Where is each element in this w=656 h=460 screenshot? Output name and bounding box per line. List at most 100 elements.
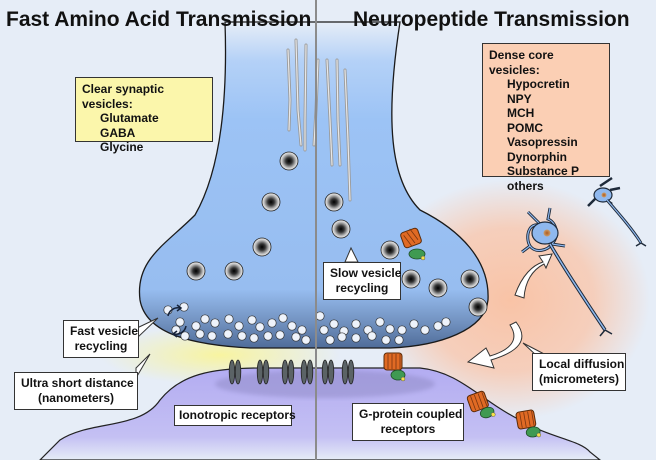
clear-vesicle-item: Glutamate <box>100 111 159 125</box>
dense-core-vesicle <box>324 192 344 212</box>
clear-vesicle <box>255 322 265 332</box>
ionotropic-receptor-subunit <box>228 359 236 385</box>
clear-vesicle <box>397 325 407 335</box>
clear-vesicle <box>337 332 347 342</box>
label-line: (nanometers) <box>37 391 114 405</box>
dense-vesicle-item: Substance P <box>507 164 580 178</box>
dense-core-vesicle <box>252 237 272 257</box>
dense-core-vesicle <box>468 297 488 317</box>
label-line: recycling <box>74 339 128 353</box>
label-line: Fast vesicle <box>70 324 139 338</box>
clear-vesicle <box>263 331 273 341</box>
presynaptic-autoreceptor <box>400 227 426 261</box>
ionotropic-receptor-subunit <box>287 359 295 385</box>
dense-vesicle-item: Hypocretin <box>507 77 570 91</box>
clear-vesicle <box>351 319 361 329</box>
gpcr <box>466 390 496 419</box>
gpcr-receptors <box>383 352 542 438</box>
dense-core-vesicle <box>224 261 244 281</box>
clear-vesicle <box>224 314 234 324</box>
clear-vesicle <box>291 332 301 342</box>
clear-vesicle <box>175 317 185 327</box>
clear-vesicle <box>375 317 385 327</box>
dense-core-vesicle <box>331 219 351 239</box>
clear-vesicle <box>275 330 285 340</box>
clear-vesicle <box>315 311 325 321</box>
clear-vesicle <box>171 325 181 335</box>
clear-vesicle <box>301 335 311 345</box>
clear-vesicle <box>200 314 210 324</box>
clear-vesicle <box>394 335 404 345</box>
clear-vesicle <box>420 325 430 335</box>
clear-vesicle <box>179 302 189 312</box>
clear-vesicle <box>247 315 257 325</box>
clear-vesicle <box>195 329 205 339</box>
label-line: Slow vesicle <box>330 266 402 280</box>
label-line: (micrometers) <box>539 372 620 386</box>
dense-core-vesicle <box>380 240 400 260</box>
dense-core-vesicle <box>279 151 299 171</box>
clear-vesicles <box>163 302 451 345</box>
label-line: G-protein coupled <box>359 407 463 421</box>
clear-vesicle <box>191 321 201 331</box>
clear-vesicle <box>210 318 220 328</box>
title-fast-amino-acid: Fast Amino Acid Transmission <box>6 8 312 31</box>
clear-vesicles-box: Clear synaptic vesicles: Glutamate GABA … <box>75 77 213 154</box>
dense-vesicle-item: Dynorphin <box>507 149 567 164</box>
clear-vesicle <box>329 319 339 329</box>
clear-vesicle <box>381 335 391 345</box>
ionotropic-receptors <box>228 359 355 385</box>
clear-vesicle <box>409 319 419 329</box>
gpcr <box>383 352 406 382</box>
clear-vesicle <box>234 321 244 331</box>
label-ionotropic-receptors: Ionotropic receptors <box>174 405 296 426</box>
dense-vesicle-item: NPY <box>507 91 532 106</box>
ionotropic-receptor-subunit <box>262 359 270 385</box>
clear-vesicles-heading: Clear synaptic vesicles: <box>82 82 165 111</box>
clear-vesicle <box>278 313 288 323</box>
clear-vesicle <box>433 321 443 331</box>
clear-vesicle <box>385 324 395 334</box>
clear-vesicle <box>267 318 277 328</box>
clear-vesicle <box>237 331 247 341</box>
clear-vesicle <box>325 335 335 345</box>
clear-vesicle <box>319 325 329 335</box>
dense-vesicle-item: Vasopressin <box>507 135 578 149</box>
microtubules-outline <box>287 39 351 201</box>
ionotropic-receptor-subunit <box>256 359 264 385</box>
ionotropic-receptor-subunit <box>281 359 289 385</box>
dense-core-vesicles-box: Dense core vesicles: Hypocretin NPY MCH … <box>482 43 610 193</box>
diffusion-arrows <box>466 253 553 369</box>
ionotropic-receptor-subunit <box>234 359 242 385</box>
clear-vesicle <box>249 333 259 343</box>
clear-vesicle <box>441 317 451 327</box>
ionotropic-receptor-subunit <box>347 359 355 385</box>
clear-vesicle <box>351 333 361 343</box>
curved-arrow <box>514 253 553 299</box>
clear-vesicle <box>367 331 377 341</box>
ionotropic-receptor-subunit <box>306 359 314 385</box>
dense-vesicle-item: MCH <box>507 106 535 120</box>
dense-vesicle-item: others <box>507 178 544 193</box>
label-ultra-short-distance: Ultra short distance (nanometers) <box>14 372 138 410</box>
fast-recycling-icon <box>167 304 187 338</box>
ionotropic-receptor-subunit <box>321 359 329 385</box>
dense-core-vesicles <box>186 151 488 317</box>
label-line: receptors <box>380 422 436 436</box>
neuron-small <box>587 176 647 247</box>
label-line: Ultra short distance <box>21 376 134 390</box>
ionotropic-receptor-subunit <box>327 359 335 385</box>
label-fast-vesicle-recycling: Fast vesicle recycling <box>63 320 139 358</box>
dense-core-vesicle <box>428 278 448 298</box>
label-gpcr: G-protein coupled receptors <box>352 403 464 441</box>
clear-vesicle-item: Glycine <box>100 140 144 154</box>
label-line: recycling <box>335 281 389 295</box>
neuron-large <box>521 207 613 337</box>
gpcr <box>515 409 542 438</box>
label-local-diffusion: Local diffusion (micrometers) <box>532 353 626 391</box>
dense-core-vesicle <box>401 269 421 289</box>
label-line: Local diffusion <box>539 357 625 371</box>
curved-arrow <box>466 321 523 369</box>
ionotropic-receptor-subunit <box>300 359 308 385</box>
